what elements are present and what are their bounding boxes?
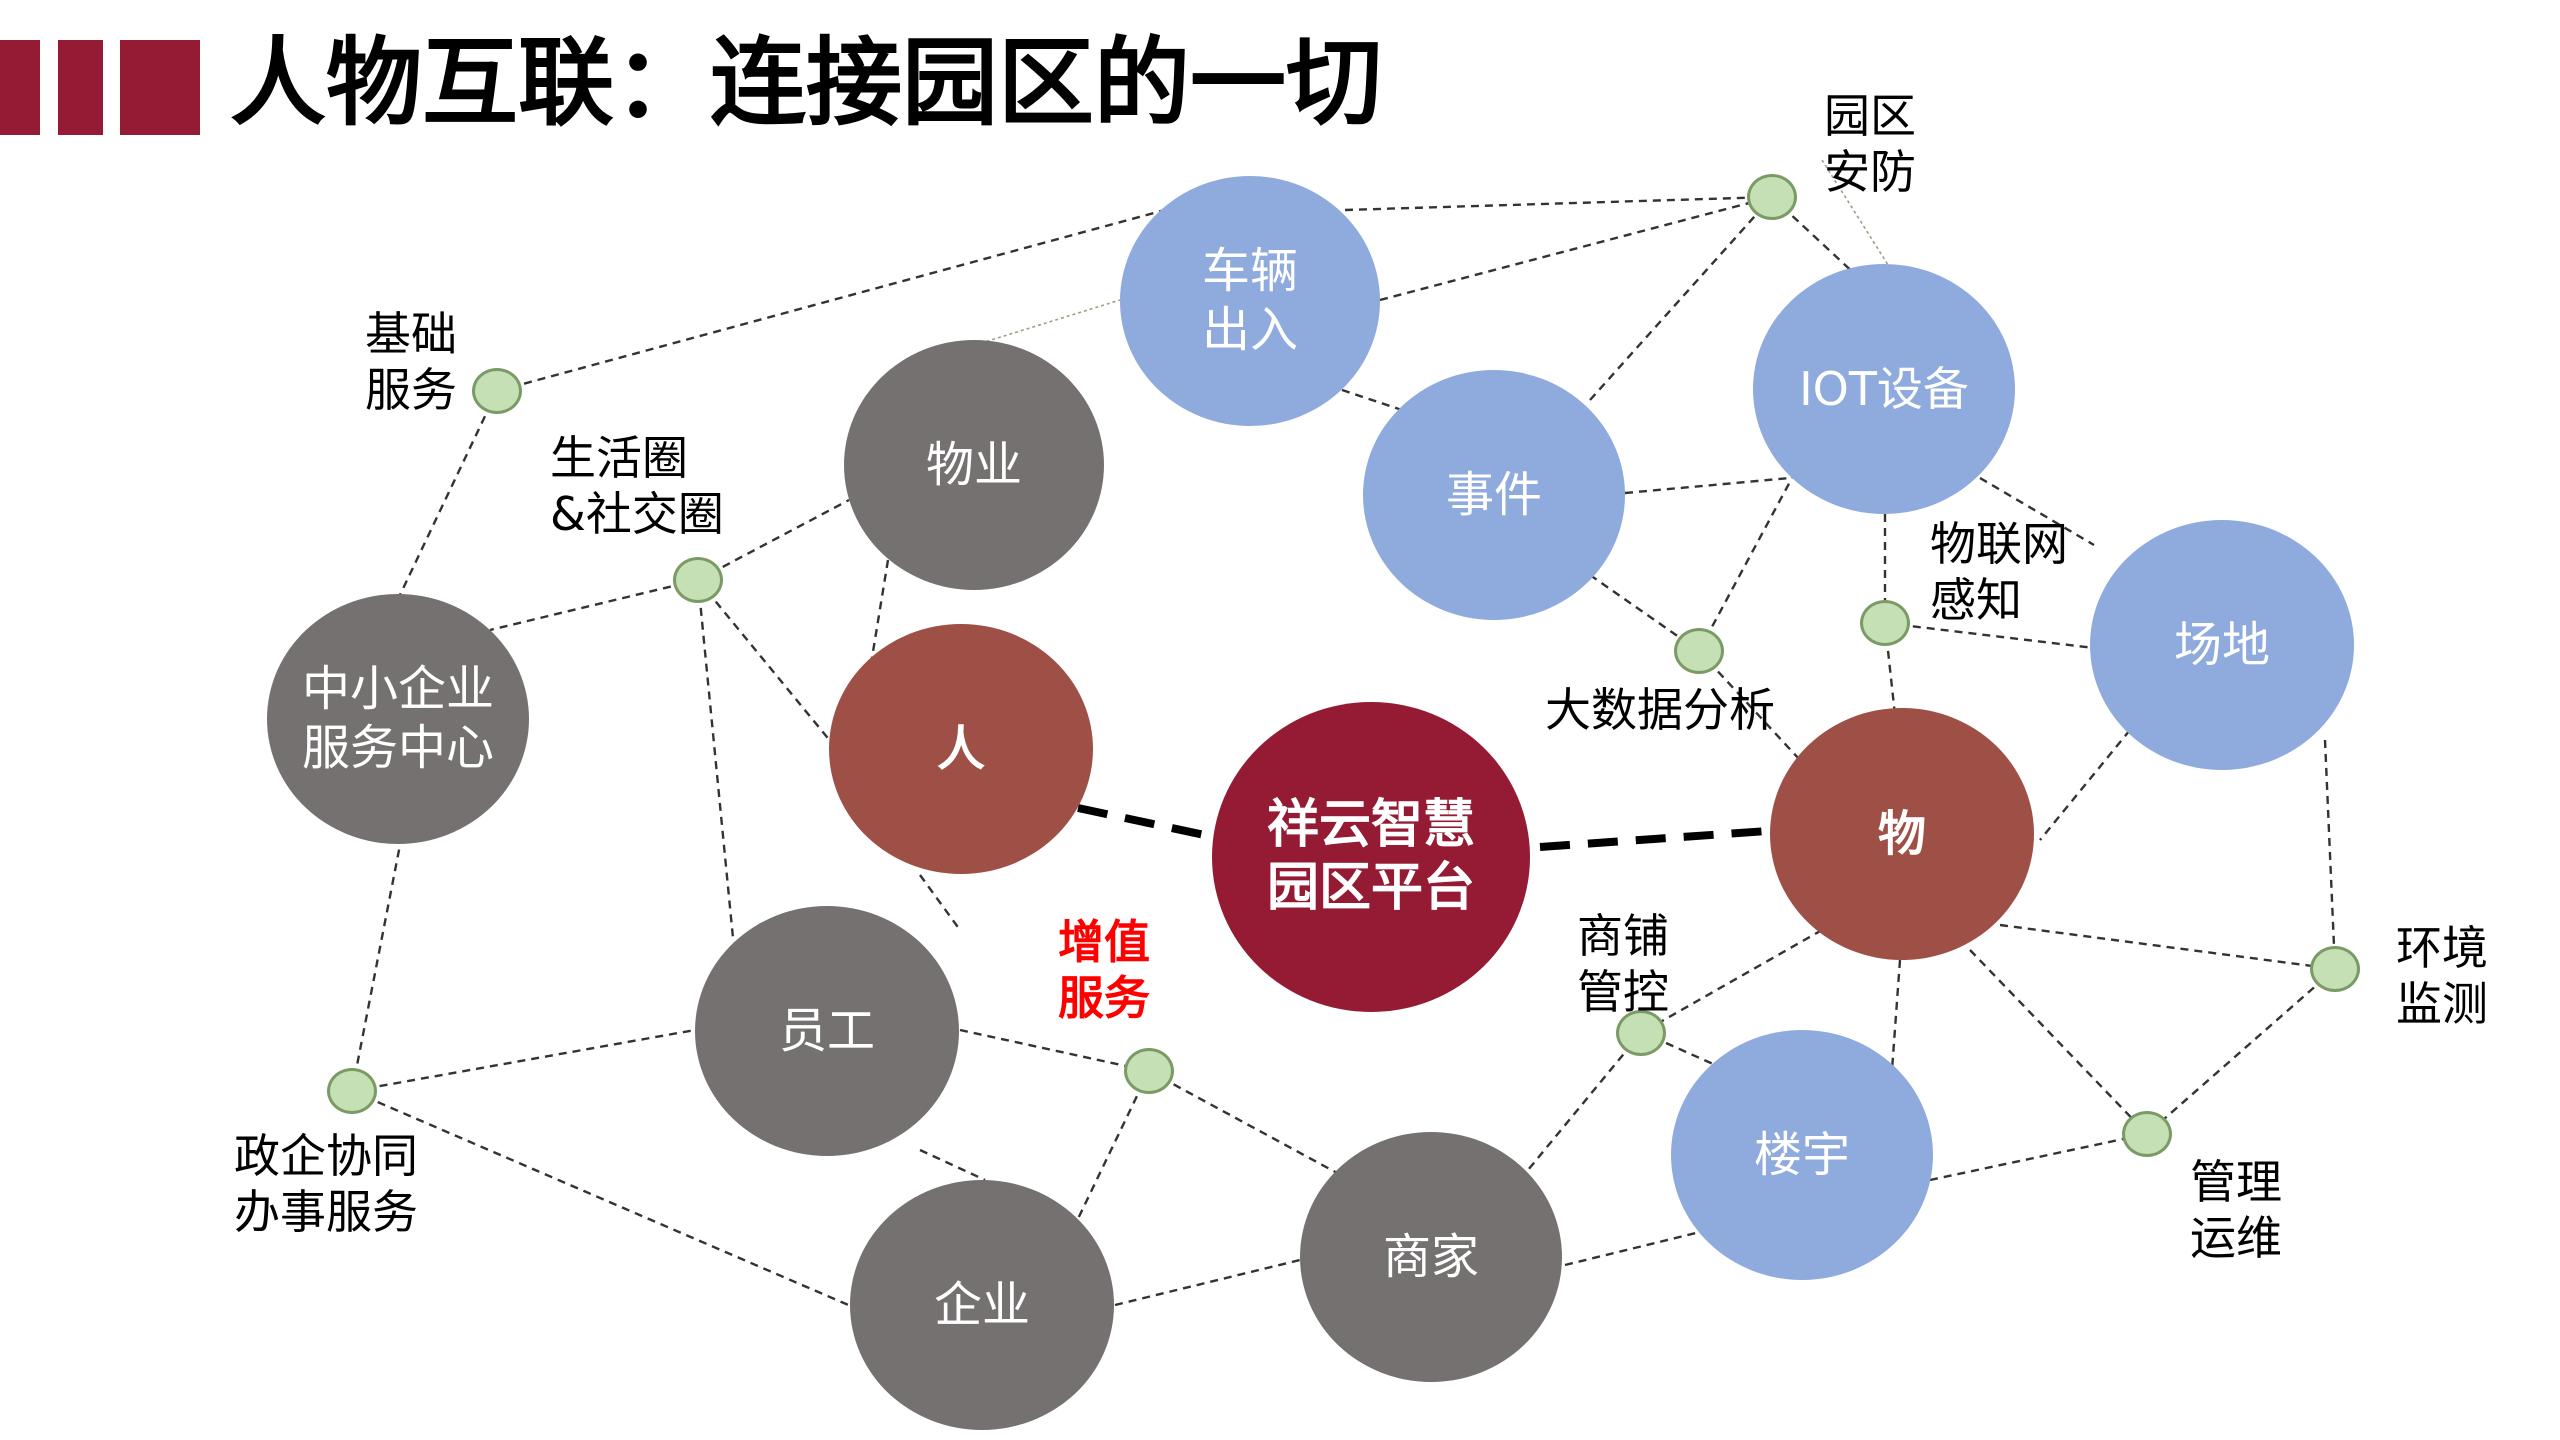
node-merchant: 商家: [1300, 1132, 1562, 1382]
dashed-link: [1999, 923, 2336, 971]
dashed-link: [1665, 1041, 1723, 1070]
hub-shop: [1616, 1010, 1666, 1056]
label-security: 园区 安防: [1824, 89, 1916, 200]
dashed-link: [1341, 388, 1409, 414]
hub-bigdata: [1674, 628, 1724, 674]
dotted-link: [974, 299, 1121, 346]
dashed-link: [1929, 1132, 2148, 1182]
node-building: 楼宇: [1671, 1030, 1933, 1280]
dashed-link: [1073, 1070, 1151, 1226]
dashed-link: [1884, 621, 2095, 650]
dashed-link: [398, 390, 499, 596]
dashed-link: [1564, 1230, 1701, 1267]
dashed-link: [489, 578, 699, 632]
hub-social: [673, 557, 723, 603]
hub-security: [1747, 174, 1797, 220]
node-property: 物业: [844, 340, 1104, 590]
page-title: 人物互联：连接园区的一切: [230, 27, 1382, 139]
hub-ops: [2122, 1111, 2172, 1157]
node-thing: 物: [1770, 708, 2034, 960]
dashed-link: [1697, 477, 1794, 652]
dashed-link: [959, 1028, 1150, 1073]
label-shop: 商铺 管控: [1577, 909, 1669, 1020]
node-person: 人: [829, 624, 1093, 874]
dashed-link: [1114, 1258, 1301, 1307]
hub-environment: [2310, 946, 2360, 992]
label-social: 生活圈 &社交圈: [550, 431, 724, 542]
label-bigdata: 大数据分析: [1545, 683, 1775, 737]
dashed-link: [1969, 949, 2148, 1135]
hub-value-added: [1124, 1048, 1174, 1094]
node-venue: 场地: [2090, 520, 2354, 770]
dashed-link: [2039, 729, 2131, 841]
node-event: 事件: [1363, 370, 1625, 620]
dashed-link: [1148, 1069, 1351, 1182]
dashed-link: [1698, 650, 1801, 761]
dashed-link: [696, 579, 735, 939]
node-sme: 中小企业 服务中心: [267, 594, 529, 844]
node-platform: 祥云智慧 园区平台: [1212, 702, 1530, 1012]
dashed-link: [1379, 195, 1773, 302]
dashed-link: [1527, 1032, 1642, 1171]
title-decoration: [0, 40, 200, 135]
dashed-link: [1640, 928, 1823, 1035]
label-basic: 基础 服务: [365, 307, 457, 418]
node-iot: IOT设备: [1753, 264, 2015, 514]
node-staff: 员工: [695, 906, 959, 1156]
dashed-link: [1589, 196, 1773, 401]
dashed-link: [1890, 959, 1902, 1071]
dashed-link: [2323, 739, 2337, 970]
dashed-link: [1624, 476, 1791, 495]
label-gov: 政企协同 办事服务: [234, 1129, 418, 1240]
dashed-link: [919, 1148, 986, 1182]
dashed-link: [350, 844, 402, 1092]
platform-link-person: [1077, 804, 1229, 844]
dashed-link: [919, 874, 961, 931]
hub-iot-sense: [1860, 600, 1910, 646]
dashed-link: [351, 1028, 696, 1093]
label-value-added: 增值 服务: [1058, 915, 1150, 1026]
label-iot-sense: 物联网 感知: [1930, 517, 2068, 628]
hub-basic: [472, 368, 522, 414]
hub-gov: [327, 1068, 377, 1114]
label-environment: 环境 监测: [2396, 921, 2488, 1032]
dashed-link: [2146, 968, 2336, 1135]
dashed-link: [496, 208, 1166, 393]
dashed-link: [868, 559, 890, 671]
dashed-link: [697, 498, 850, 582]
label-ops: 管理 运维: [2190, 1155, 2282, 1266]
platform-link-thing: [1539, 826, 1783, 851]
dashed-link: [697, 579, 837, 749]
node-vehicle: 车辆 出入: [1120, 176, 1380, 426]
node-enterprise: 企业: [850, 1180, 1114, 1430]
dashed-link: [1344, 195, 1773, 212]
